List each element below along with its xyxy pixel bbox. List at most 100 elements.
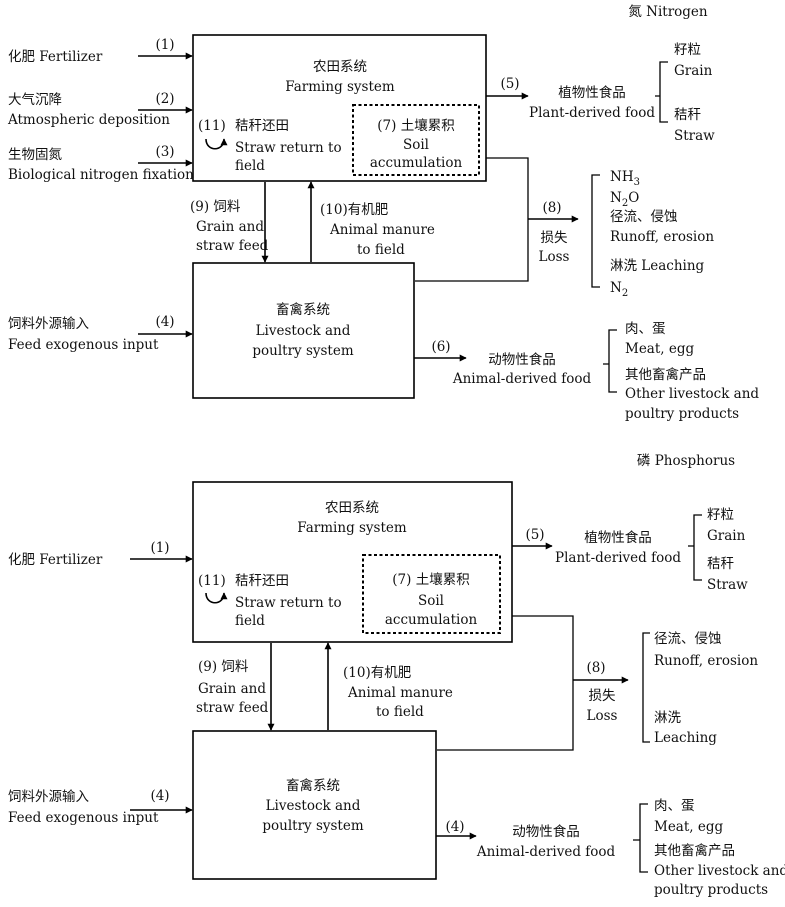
p-animal-item-0: 肉、蛋: [654, 798, 695, 814]
n-input-label-1: 化肥 Fertilizer: [8, 49, 103, 65]
n-input-num-3: (3): [155, 144, 174, 160]
n-animal-item-0: 肉、蛋: [625, 321, 666, 337]
p-livestock-en1: Livestock and: [266, 798, 361, 814]
n-loss-item-n2o: N2O: [610, 190, 639, 209]
p-plant-item-2: 秸秆: [707, 556, 734, 572]
p-loss-item-0: 径流、侵蚀: [654, 630, 722, 647]
p-manure-en2: to field: [376, 704, 424, 720]
p-feed-en1: Grain and: [198, 681, 266, 697]
p-loss-item-3: Leaching: [654, 730, 717, 746]
p-feed-input-cn: 饲料外源输入: [8, 789, 89, 805]
n-loss-item-runoff-cn: 径流、侵蚀: [610, 208, 678, 225]
n-animal-item-4: poultry products: [625, 406, 739, 422]
p-farming-cn: 农田系统: [325, 500, 379, 516]
n-farming-box: [192, 34, 487, 182]
phosphorus-panel: 磷 Phosphorus 农田系统 Farming system (11) 秸秆…: [8, 453, 785, 898]
p-plant-item-0: 籽粒: [707, 507, 734, 523]
p-plant-item-3: Straw: [707, 577, 748, 593]
p-feed-cn: (9) 饲料: [198, 659, 249, 675]
n-manure-en1: Animal manure: [329, 222, 435, 238]
p-loss-item-2: 淋洗: [654, 710, 682, 726]
p-plant-item-1: Grain: [707, 528, 746, 544]
p-loss-num: (8): [586, 660, 605, 676]
n-input-label-3-en: Biological nitrogen fixation: [8, 167, 194, 183]
nitrogen-panel: 氮 Nitrogen 农田系统 Farming system (11) 秸秆还田…: [7, 4, 759, 422]
n-soil-en2: accumulation: [370, 155, 463, 171]
p-plant-food-brace: [688, 514, 702, 581]
p-soil-en2: accumulation: [385, 612, 478, 628]
n-animal-food-en: Animal-derived food: [452, 371, 592, 387]
n-animal-food-cn: 动物性食品: [488, 351, 556, 368]
n-loss-connector: [415, 157, 529, 282]
n-plant-item-0: 籽粒: [674, 42, 701, 58]
n-animal-item-1: Meat, egg: [625, 341, 694, 357]
n-feed-input-cn: 饲料外源输入: [8, 316, 89, 332]
p-livestock-en2: poultry system: [262, 818, 363, 834]
n-plant-item-2: 秸秆: [674, 107, 701, 123]
n-input-label-3-cn: 生物固氮: [8, 147, 62, 163]
p-animal-food-cn: 动物性食品: [512, 823, 580, 840]
n-farming-cn: 农田系统: [313, 59, 367, 75]
n-input-num-1: (1): [155, 37, 174, 53]
n-straw-return-num: (11): [198, 118, 226, 134]
p-soil-en1: Soil: [418, 593, 444, 609]
n-loss-brace: [591, 174, 600, 288]
n-plant-item-1: Grain: [674, 63, 713, 79]
n-feed-input-en: Feed exogenous input: [8, 337, 159, 353]
n-livestock-en1: Livestock and: [256, 323, 351, 339]
n-plant-food-num: (5): [500, 76, 519, 92]
n-straw-return-en1: Straw return to: [235, 140, 342, 156]
n-loss-item-nh3: NH3: [610, 169, 640, 188]
p-manure-en1: Animal manure: [347, 685, 453, 701]
p-animal-item-3: Other livestock and: [654, 863, 785, 879]
p-animal-item-2: 其他畜禽产品: [654, 842, 735, 859]
n-feed-en2: straw feed: [196, 238, 269, 254]
n-loss-item-runoff-en: Runoff, erosion: [610, 229, 714, 245]
n-manure-en2: to field: [357, 242, 405, 258]
n-feed-cn: (9) 饲料: [190, 199, 241, 215]
n-straw-return-en2: field: [235, 158, 265, 174]
n-feed-en1: Grain and: [196, 219, 264, 235]
n-loss-item-leaching: 淋洗 Leaching: [610, 258, 705, 274]
p-feed-input-en: Feed exogenous input: [8, 810, 159, 826]
n-manure-cn: (10)有机肥: [320, 202, 388, 218]
p-straw-return-cycle-icon: [205, 592, 228, 604]
n-straw-return-cn: 秸秆还田: [235, 118, 289, 134]
p-soil-cn: (7) 土壤累积: [392, 571, 469, 588]
n-loss-cn: 损失: [541, 230, 569, 246]
n-loss-num: (8): [542, 200, 561, 216]
n-input-label-2-cn: 大气沉降: [8, 92, 62, 108]
p-loss-en: Loss: [587, 708, 618, 724]
p-livestock-box: [192, 730, 437, 880]
n-loss-item-n2: N2: [610, 280, 628, 299]
p-plant-food-num: (5): [525, 527, 544, 543]
n-plant-food-cn: 植物性食品: [558, 84, 626, 101]
p-farming-box: [192, 481, 513, 643]
n-farming-en: Farming system: [285, 79, 395, 95]
p-straw-return-num: (11): [198, 573, 226, 589]
p-animal-food-en: Animal-derived food: [476, 844, 616, 860]
n-animal-item-3: Other livestock and: [625, 386, 759, 402]
p-feed-en2: straw feed: [196, 700, 269, 716]
p-straw-return-en1: Straw return to: [235, 595, 342, 611]
p-straw-return-cn: 秸秆还田: [235, 573, 289, 589]
p-farming-en: Farming system: [297, 520, 407, 536]
n-animal-food-brace: [603, 329, 617, 393]
p-soil-box: [362, 554, 501, 634]
p-plant-food-en: Plant-derived food: [555, 550, 681, 566]
n-animal-food-num: (6): [431, 339, 450, 355]
p-feed-input-num: (4): [150, 788, 169, 804]
phosphorus-title: 磷 Phosphorus: [637, 453, 735, 469]
p-livestock-cn: 畜禽系统: [286, 777, 340, 794]
n-livestock-cn: 畜禽系统: [276, 301, 330, 318]
p-animal-item-4: poultry products: [654, 882, 768, 898]
n-input-label-2-en: Atmospheric deposition: [7, 112, 170, 128]
n-soil-en1: Soil: [403, 137, 429, 153]
n-plant-food-en: Plant-derived food: [529, 105, 655, 121]
nitrogen-title: 氮 Nitrogen: [628, 4, 708, 20]
p-animal-food-brace: [633, 803, 648, 873]
n-loss-en: Loss: [539, 249, 570, 265]
n-straw-return-cycle-icon: [205, 138, 228, 150]
